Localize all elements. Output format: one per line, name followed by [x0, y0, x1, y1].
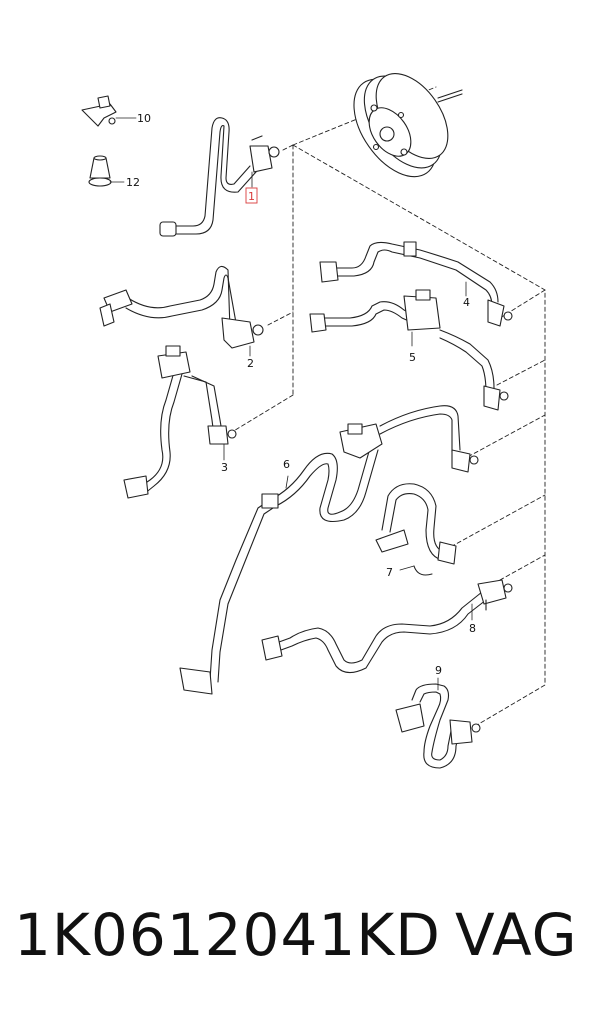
callout-9: 9 — [435, 664, 442, 677]
hose-7 — [375, 483, 457, 576]
callout-1-highlight-box — [245, 187, 258, 204]
callout-5: 5 — [409, 351, 416, 364]
brake-booster-assembly — [353, 72, 463, 178]
part-number: 1K0612041KD — [14, 901, 441, 969]
callout-4: 4 — [463, 296, 470, 309]
callout-1: 1 — [248, 190, 255, 203]
hose-9 — [395, 683, 481, 769]
hose-3 — [123, 345, 237, 499]
callout-6: 6 — [283, 458, 290, 471]
hose-2 — [99, 265, 264, 349]
hose-5 — [309, 289, 509, 411]
brand-label: VAG — [455, 901, 578, 969]
callout-8: 8 — [469, 622, 476, 635]
hose-6 — [179, 405, 479, 695]
callout-10: 10 — [137, 112, 151, 125]
clip-10 — [81, 95, 117, 127]
callout-12: 12 — [126, 176, 140, 189]
leader-lines — [109, 117, 473, 691]
callout-3: 3 — [221, 461, 228, 474]
parts-diagram: 10 12 1 2 3 4 5 6 7 8 9 — [81, 72, 546, 769]
callout-7: 7 — [386, 566, 393, 579]
hose-8 — [261, 579, 513, 674]
cap-12 — [88, 155, 112, 187]
hose-1 — [159, 117, 280, 237]
callout-2: 2 — [247, 357, 254, 370]
hose-4 — [319, 241, 513, 327]
footer: 1K0612041KD VAG — [0, 880, 600, 990]
